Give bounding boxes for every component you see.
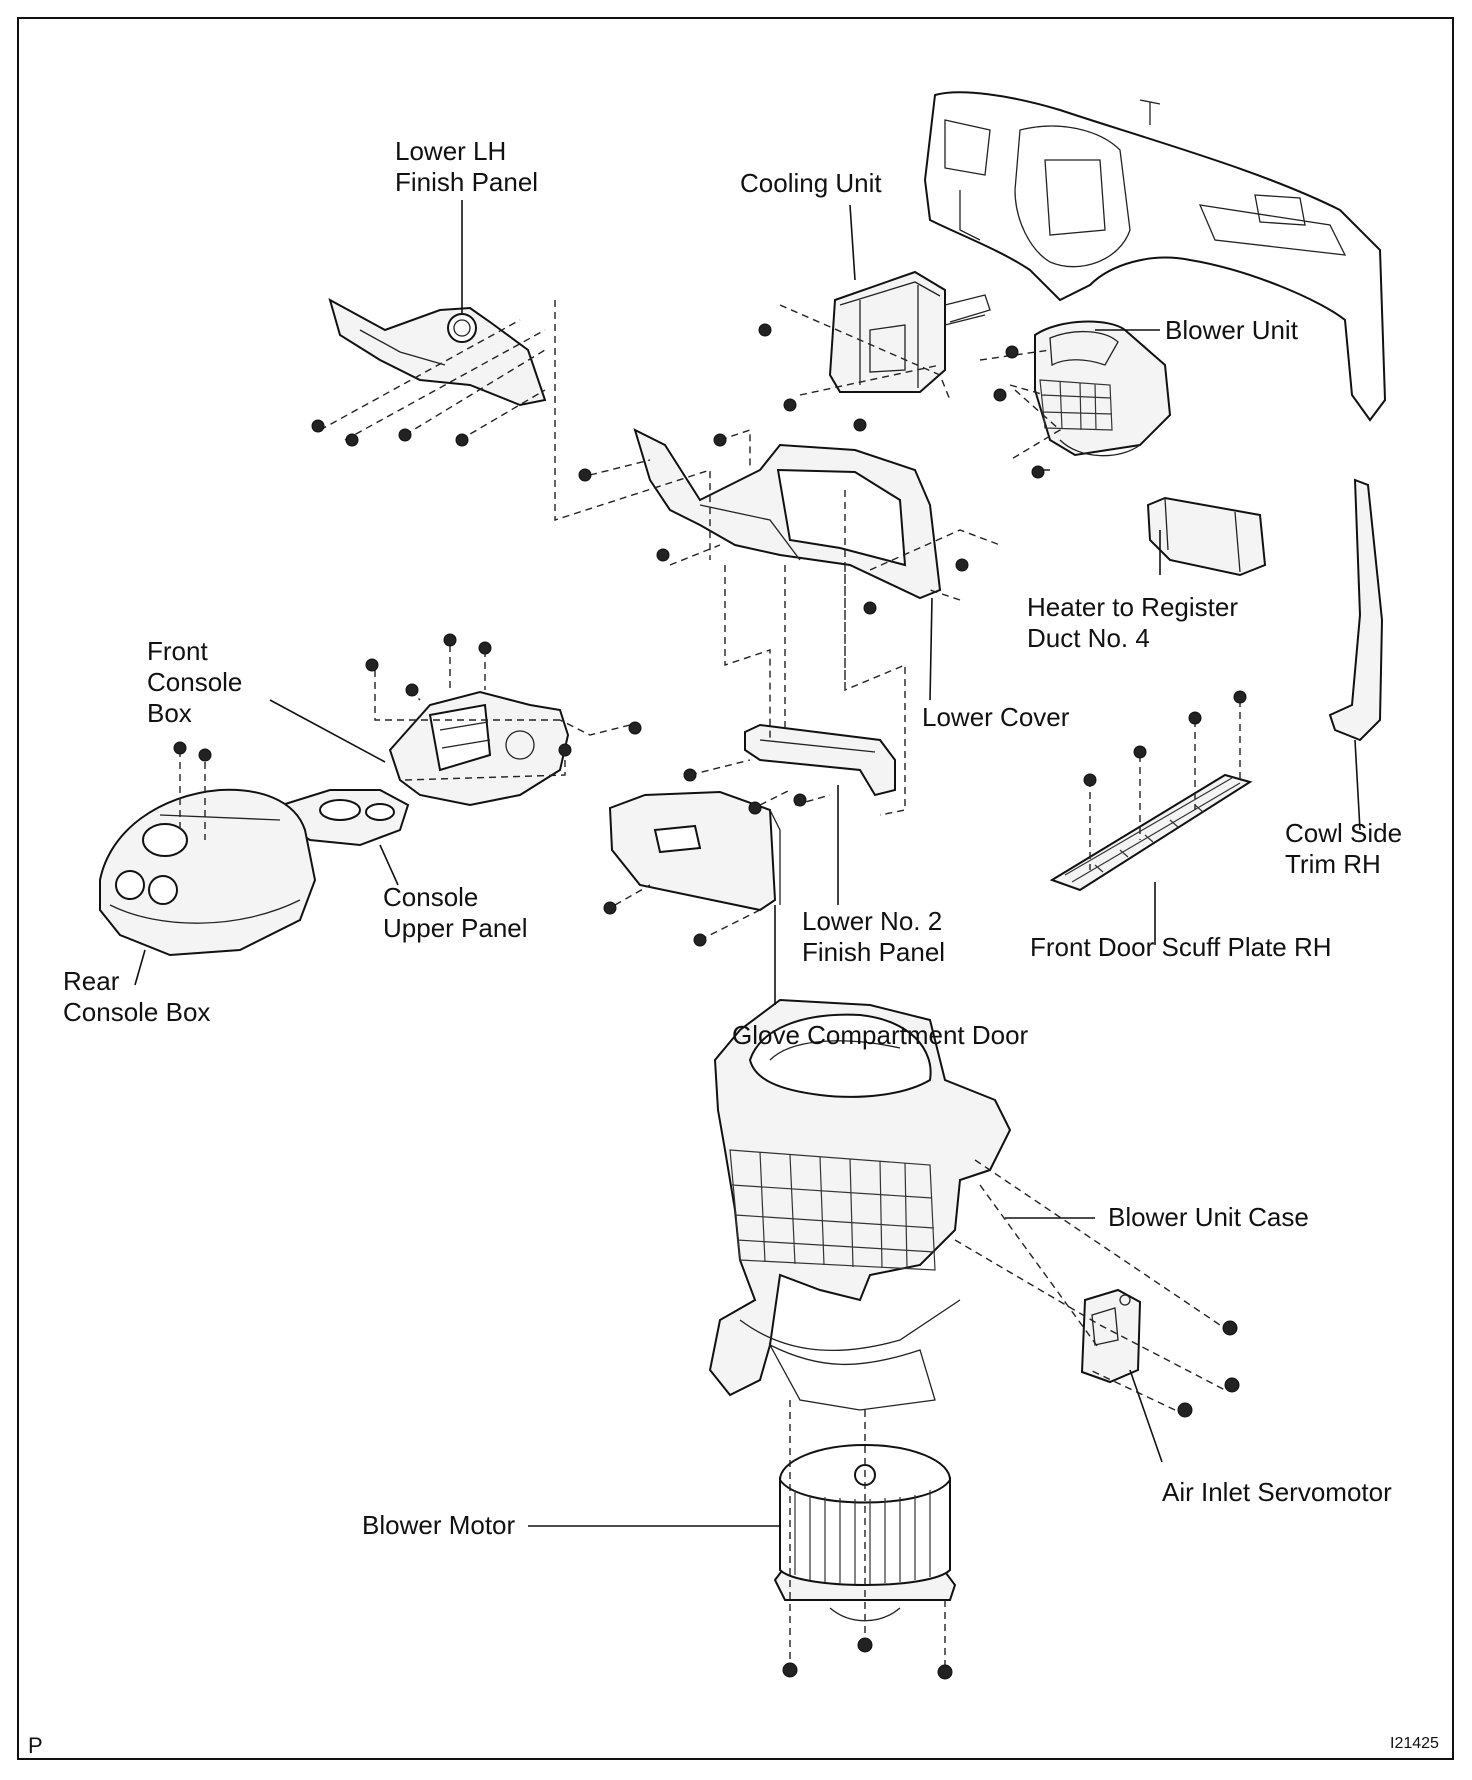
label-lower-lh-finish-panel: Lower LH Finish Panel	[395, 136, 539, 197]
label-front-console-box: Front Console Box	[147, 636, 243, 728]
lower-cover-drawing	[633, 428, 942, 600]
front-console-box-drawing	[388, 690, 570, 807]
lower-lh-finish-panel-drawing	[328, 297, 547, 407]
heater-duct-drawing	[1146, 496, 1267, 577]
label-cooling-unit: Cooling Unit	[740, 168, 882, 198]
label-heater-to-register-duct: Heater to Register Duct No. 4	[1027, 592, 1238, 653]
label-lower-cover: Lower Cover	[922, 702, 1070, 732]
leader-lines	[134, 200, 1361, 1527]
label-air-inlet-servomotor: Air Inlet Servomotor	[1162, 1477, 1392, 1507]
blower-unit-drawing	[1034, 320, 1172, 457]
label-rear-console-box: Rear Console Box	[63, 966, 211, 1027]
label-blower-unit-case: Blower Unit Case	[1108, 1202, 1309, 1232]
label-front-door-scuff-plate-rh: Front Door Scuff Plate RH	[1030, 932, 1332, 962]
scuff-plate-drawing	[1049, 773, 1253, 892]
console-upper-panel-drawing	[280, 789, 410, 847]
assembly-dashed-lines	[179, 300, 1241, 1665]
label-blower-motor: Blower Motor	[362, 1510, 516, 1540]
rear-console-box-drawing	[99, 788, 317, 957]
figure-id: I21425	[1390, 1735, 1439, 1752]
label-console-upper-panel: Console Upper Panel	[383, 882, 528, 943]
air-inlet-servomotor-drawing	[1080, 1288, 1142, 1384]
instrument-panel-drawing	[923, 91, 1387, 422]
label-cowl-side-trim-rh: Cowl Side Trim RH	[1285, 818, 1403, 879]
lower-no2-finish-panel-drawing	[744, 723, 896, 797]
blower-unit-case-drawing	[708, 998, 1012, 1411]
glove-compartment-door-drawing	[608, 790, 781, 912]
cooling-unit-drawing	[828, 270, 991, 393]
label-blower-unit: Blower Unit	[1165, 315, 1298, 345]
label-lower-no2-finish-panel: Lower No. 2 Finish Panel	[802, 906, 946, 967]
bolts	[173, 323, 1247, 1680]
diagram-frame	[17, 17, 1454, 1760]
corner-mark: P	[28, 1733, 43, 1758]
cowl-side-trim-drawing	[1328, 478, 1384, 742]
label-glove-compartment-door: Glove Compartment Door	[732, 1020, 1029, 1050]
